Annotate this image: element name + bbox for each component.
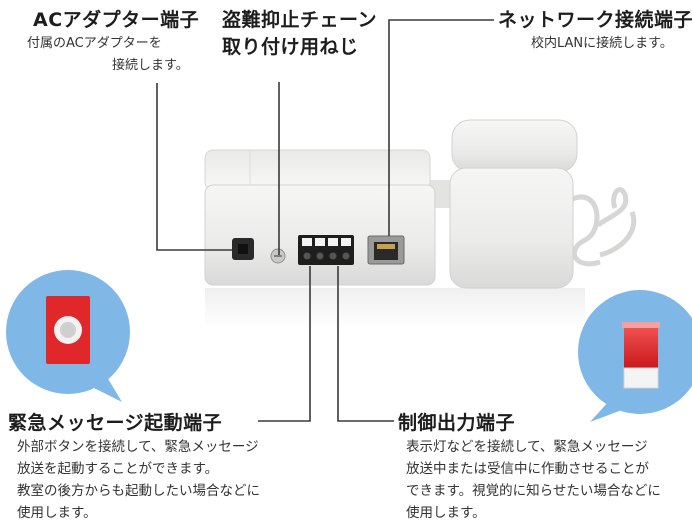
- theft-screw-title-line2: 取り付け用ねじ: [222, 36, 359, 58]
- emergency-button-icon: [6, 270, 130, 402]
- control-output-title: 制御出力端子: [398, 412, 516, 434]
- control-output-desc-line4: 使用します。: [406, 505, 486, 521]
- ac-adapter-desc-line1: 付属のACアダプターを: [27, 36, 162, 51]
- control-output-desc-line1: 表示灯などを接続して、緊急メッセージ: [406, 439, 648, 455]
- ac-adapter-title: ACアダプター端子: [33, 9, 200, 31]
- ac-adapter-jack: [232, 238, 254, 260]
- theft-screw-title-line1: 盗難抑止チェーン: [222, 9, 378, 31]
- control-output-desc-line3: できます。視覚的に知らせたい場合などに: [406, 483, 661, 499]
- emergency-trigger-desc-line1: 外部ボタンを接続して、緊急メッセージ: [17, 439, 259, 455]
- emergency-trigger-desc-line4: 使用します。: [17, 505, 97, 521]
- emergency-trigger-desc-line2: 放送を起動することができます。: [17, 461, 219, 477]
- coiled-cord: [568, 187, 637, 267]
- network-port-desc: 校内LANに接続します。: [531, 36, 673, 51]
- emergency-trigger-desc-line3: 教室の後方からも起動したい場合などに: [17, 483, 260, 499]
- ac-adapter-desc-line2: 接続します。: [112, 58, 189, 73]
- emergency-trigger-title: 緊急メッセージ起動端子: [8, 412, 223, 434]
- control-output-desc-line2: 放送中または受信中に作動させることが: [406, 461, 649, 477]
- leader-lines: [156, 19, 494, 422]
- warning-lamp-icon: [578, 290, 692, 422]
- theft-chain-screw: [270, 248, 286, 264]
- network-port-title: ネットワーク接続端子: [498, 9, 692, 31]
- terminal-block: [298, 235, 354, 265]
- lan-port: [367, 235, 405, 265]
